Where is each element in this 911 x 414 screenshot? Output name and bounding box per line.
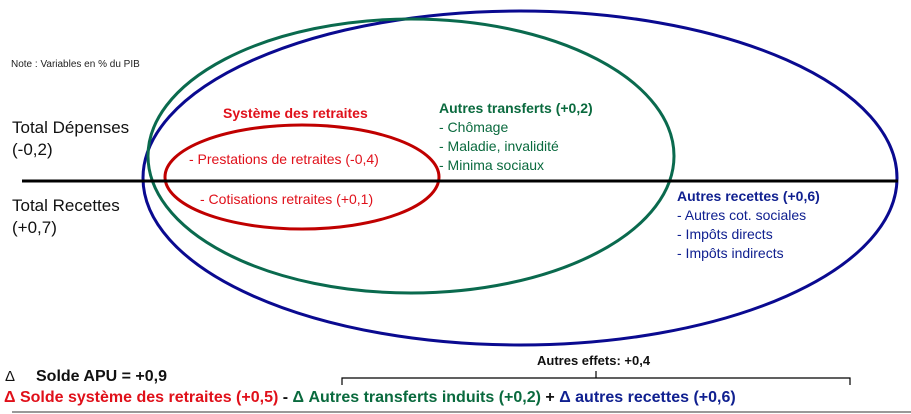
autres-transferts-item: - Maladie, invalidité — [439, 138, 559, 154]
prestations-retraites: - Prestations de retraites (-0,4) — [189, 151, 379, 167]
total-depenses-label: Total Dépenses — [12, 118, 130, 137]
eq-plus: + — [540, 389, 560, 406]
total-recettes-label: Total Recettes — [12, 196, 120, 215]
solde-apu: Solde APU = +0,9 — [36, 368, 168, 385]
eq-solde-retraites: Δ Solde système des retraites (+0,5) — [4, 389, 279, 406]
delta-symbol: Δ — [5, 368, 16, 385]
autres-effets-label: Autres effets: +0,4 — [537, 353, 651, 368]
eq-autres-transferts: Δ Autres transferts induits (+0,2) — [292, 389, 541, 406]
total-recettes: Total Recettes (+0,7) — [12, 195, 120, 239]
autres-transferts-title: Autres transferts (+0,2) — [439, 100, 593, 116]
autres-recettes: Autres recettes (+0,6) - Autres cot. soc… — [677, 187, 820, 263]
autres-recettes-item: - Autres cot. sociales — [677, 207, 807, 223]
autres-transferts: Autres transferts (+0,2) - Chômage - Mal… — [439, 99, 593, 175]
total-depenses: Total Dépenses (-0,2) — [12, 117, 129, 161]
eq-minus: - — [278, 389, 293, 406]
autres-transferts-ellipse — [146, 17, 676, 295]
cotisations-retraites: - Cotisations retraites (+0,1) — [200, 191, 374, 207]
autres-recettes-item: - Impôts directs — [677, 226, 773, 242]
autres-transferts-item: - Minima sociaux — [439, 157, 545, 173]
note: Note : Variables en % du PIB — [11, 59, 140, 70]
total-depenses-value: (-0,2) — [12, 140, 53, 159]
retraites-title: Système des retraites — [223, 105, 368, 121]
autres-recettes-ellipse — [141, 9, 899, 347]
retraites-ellipse — [163, 123, 441, 231]
autres-effets-brace — [341, 371, 851, 385]
total-recettes-value: (+0,7) — [12, 218, 57, 237]
equation: Δ Solde système des retraites (+0,5) - Δ… — [4, 389, 736, 407]
autres-recettes-item: - Impôts indirects — [677, 245, 784, 261]
autres-recettes-title: Autres recettes (+0,6) — [677, 188, 820, 204]
eq-autres-recettes: Δ autres recettes (+0,6) — [559, 389, 736, 406]
autres-transferts-item: - Chômage — [439, 119, 509, 135]
